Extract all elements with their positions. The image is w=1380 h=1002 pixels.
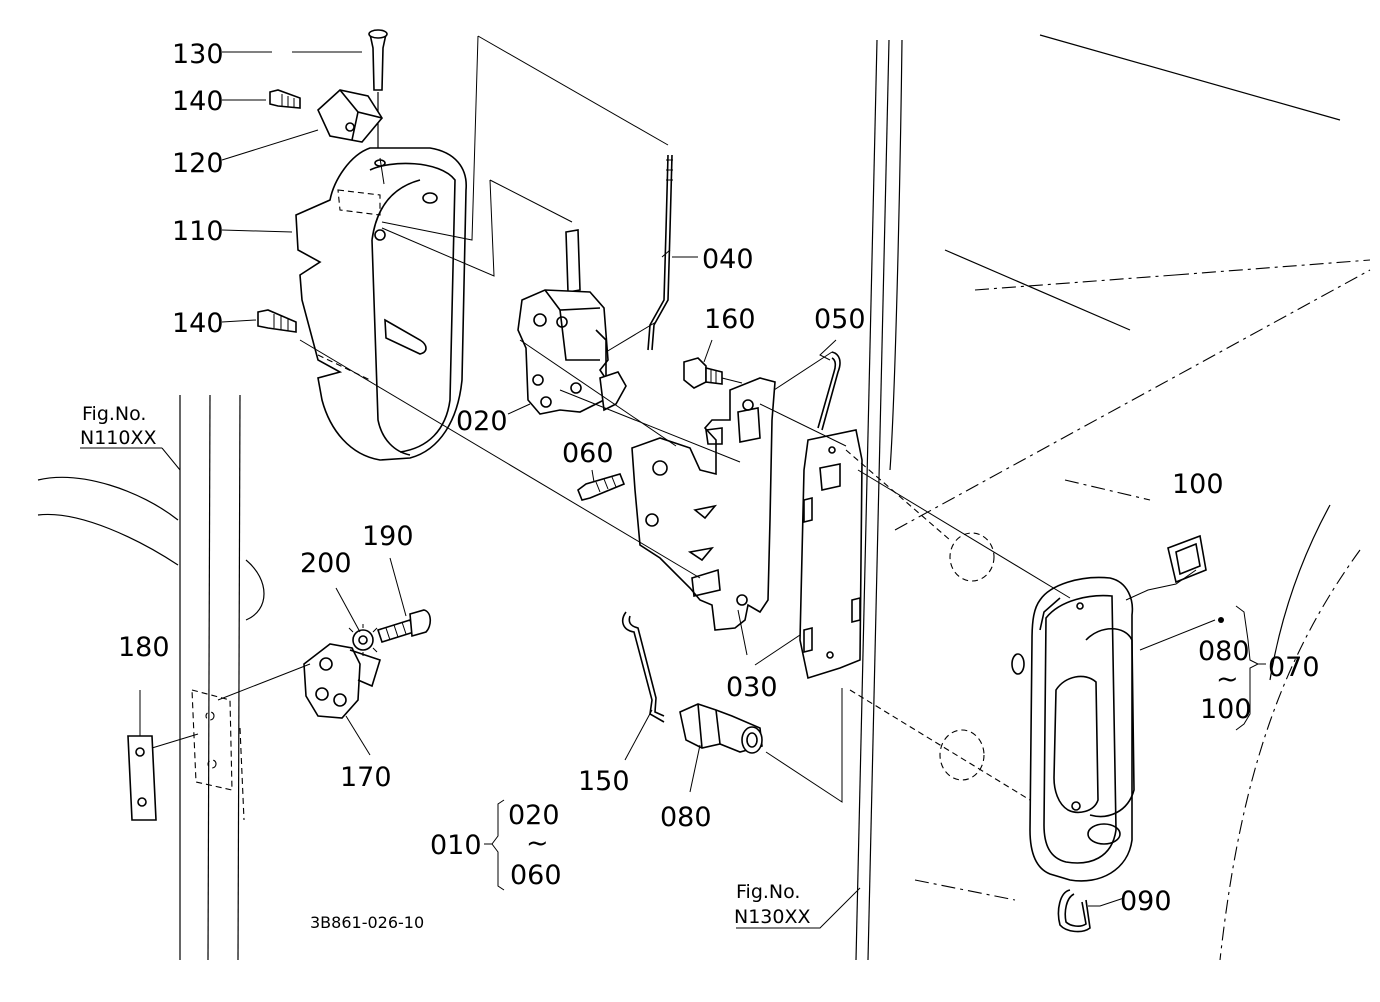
fig-ref-left-prefix: Fig.No.	[82, 403, 146, 425]
leader-lines	[80, 35, 1216, 929]
label-200: 200	[300, 548, 352, 579]
door-frame-lines	[37, 34, 1371, 961]
fig-ref-left-number: N110XX	[80, 427, 157, 449]
label-060-range: 060	[510, 860, 562, 891]
label-080: 080	[660, 802, 712, 833]
part-100-grommet	[1167, 534, 1207, 584]
door-plate	[799, 429, 863, 680]
label-150: 150	[578, 766, 630, 797]
label-120: 120	[172, 148, 224, 179]
label-010: 010	[430, 830, 482, 861]
part-040-rod	[647, 154, 673, 351]
diagram-code: 3B861-026-10	[310, 913, 424, 932]
part-180-plate	[127, 735, 157, 821]
label-080-range: 080	[1198, 636, 1250, 667]
label-060: 060	[562, 438, 614, 469]
label-100: 100	[1172, 469, 1224, 500]
label-050: 050	[814, 304, 866, 335]
part-090-clip	[1057, 889, 1091, 933]
part-170-striker	[303, 643, 381, 719]
label-020: 020	[456, 406, 508, 437]
door-cutouts	[939, 532, 1025, 781]
part-140-screw-mid	[257, 309, 297, 333]
frame-bracket	[191, 689, 245, 821]
part-130-pin	[368, 29, 388, 160]
part-190-bolt	[376, 609, 432, 643]
part-120-block	[317, 89, 383, 143]
range-symbol-070: ~	[1216, 664, 1239, 695]
range-symbol-010: ~	[526, 828, 549, 859]
part-140-screw-top	[269, 89, 301, 109]
part-060-screw	[577, 473, 626, 501]
label-040: 040	[702, 244, 754, 275]
label-170: 170	[340, 762, 392, 793]
range-brackets	[484, 605, 1266, 891]
label-180: 180	[118, 632, 170, 663]
label-070: 070	[1268, 652, 1320, 683]
label-140-mid: 140	[172, 308, 224, 339]
label-110: 110	[172, 216, 224, 247]
part-070-handle	[1029, 576, 1135, 882]
part-labels: 130 140 120 110 140 040 160 050 020 060 …	[80, 39, 1320, 932]
label-030: 030	[726, 672, 778, 703]
part-150-rod	[621, 611, 665, 723]
label-130: 130	[172, 39, 224, 70]
part-080-cylinder	[679, 703, 763, 754]
part-110-cover	[295, 147, 467, 461]
part-030-plate	[631, 377, 776, 631]
fig-ref-bottom-number: N130XX	[734, 906, 811, 928]
fig-ref-bottom-prefix: Fig.No.	[736, 881, 800, 903]
part-020-latch	[517, 229, 627, 415]
label-160: 160	[704, 304, 756, 335]
label-100-range: 100	[1200, 694, 1252, 725]
part-160-bolt	[683, 357, 723, 389]
label-190: 190	[362, 521, 414, 552]
label-090: 090	[1120, 886, 1172, 917]
label-140-top: 140	[172, 86, 224, 117]
part-050-spring	[817, 351, 841, 431]
label-020-range: 020	[508, 800, 560, 831]
